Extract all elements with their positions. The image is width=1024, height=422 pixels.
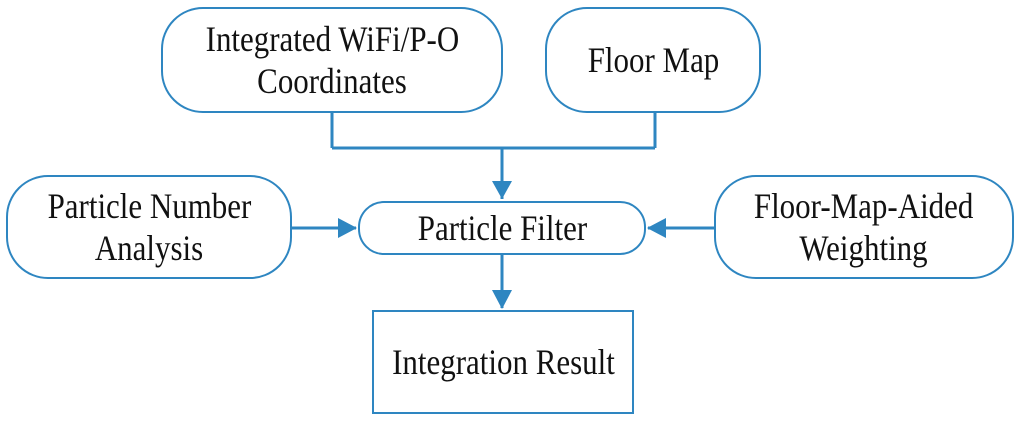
node-particle-filter: Particle Filter (358, 201, 646, 255)
node-integrated-wifi-coordinates: Integrated WiFi/P-O Coordinates (161, 7, 503, 113)
node-wifi-line2: Coordinates (257, 61, 407, 101)
node-pna-line1: Particle Number (47, 186, 251, 226)
node-fmaw-line1: Floor-Map-Aided (754, 186, 974, 226)
node-floor-map-label: Floor Map (587, 40, 719, 80)
node-particle-number-analysis: Particle Number Analysis (6, 175, 292, 279)
node-floor-map: Floor Map (545, 7, 761, 113)
node-wifi-line1: Integrated WiFi/P-O (205, 19, 459, 59)
arrowhead-left-right (647, 218, 666, 238)
node-integration-result-label: Integration Result (391, 342, 615, 382)
node-floor-map-aided-weighting: Floor-Map-Aided Weighting (714, 175, 1014, 279)
node-pna-line2: Analysis (94, 228, 204, 268)
arrowhead-down-top (492, 181, 512, 199)
arrowhead-down-bottom (492, 290, 512, 309)
node-fmaw-line2: Weighting (799, 228, 929, 268)
node-integration-result: Integration Result (372, 310, 634, 414)
arrowhead-right-left (338, 218, 357, 238)
node-particle-filter-label: Particle Filter (417, 208, 587, 248)
